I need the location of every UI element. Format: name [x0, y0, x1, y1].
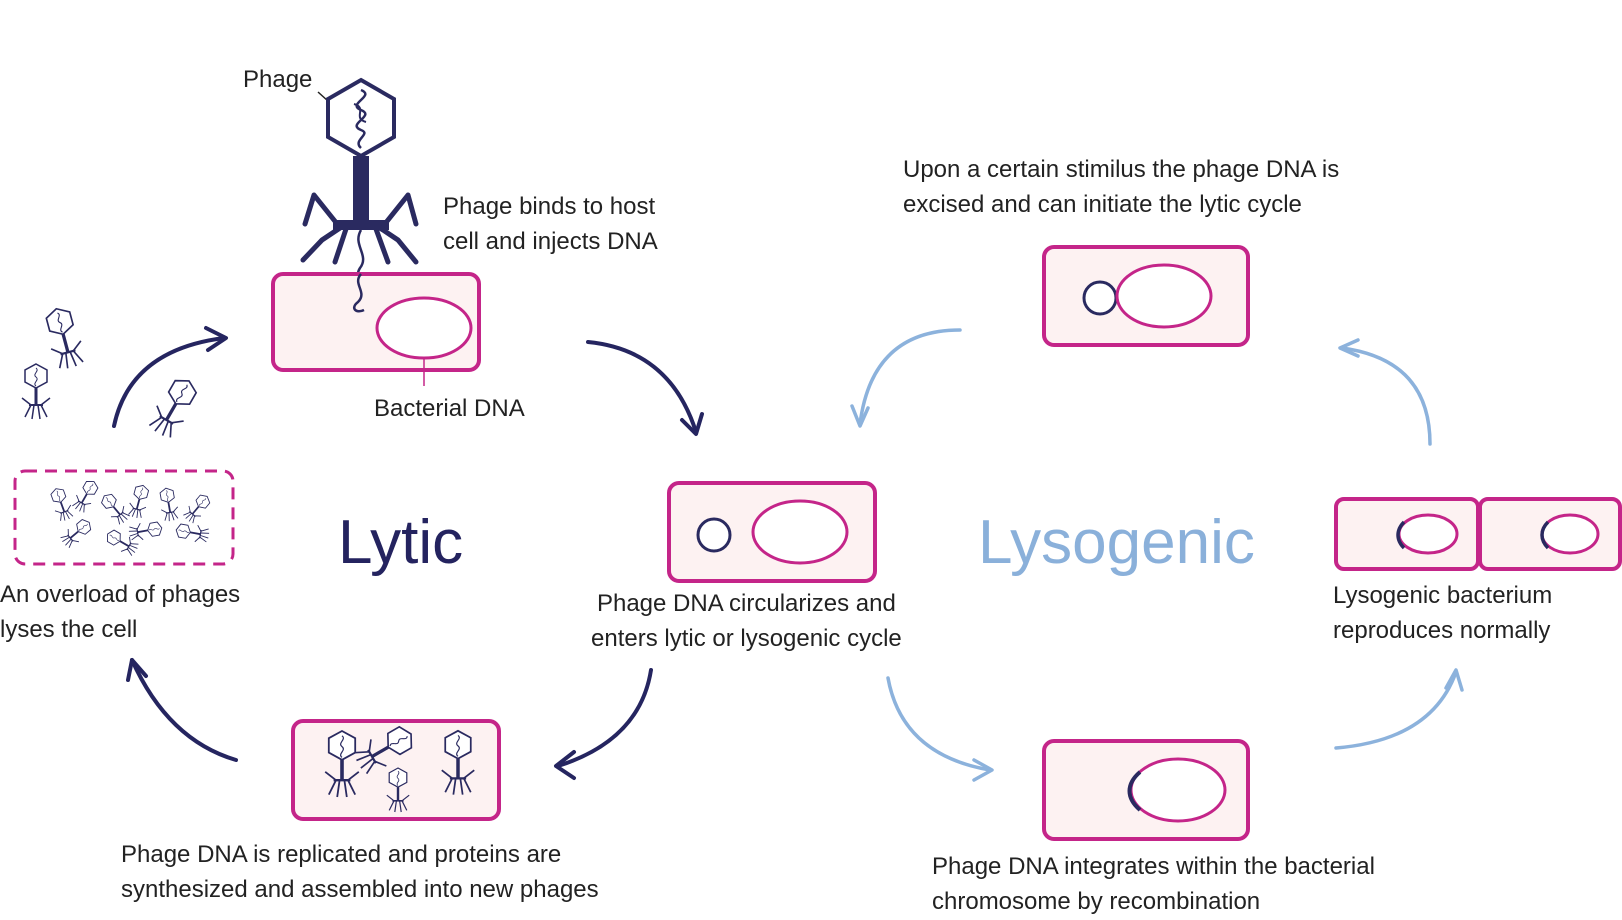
- circularizes-caption: Phage DNA circularizes and enters lytic …: [591, 586, 902, 656]
- binds-line-2: cell and injects DNA: [443, 228, 658, 255]
- host-cell-circularized: [667, 481, 877, 583]
- reproduces-line-2: reproduces normally: [1333, 617, 1551, 644]
- lysogenic-cell-integrated: [1042, 739, 1250, 841]
- circularizes-line-2: enters lytic or lysogenic cycle: [591, 625, 902, 652]
- binds-line-1: Phage binds to host: [443, 193, 656, 220]
- overload-line-2: lyses the cell: [0, 616, 138, 643]
- lysogenic-cycle-arrows: [850, 328, 1464, 782]
- overload-caption: An overload of phages lyses the cell: [0, 577, 240, 647]
- reproduces-line-1: Lysogenic bacterium: [1333, 582, 1553, 609]
- bacterial-dna-label: Bacterial DNA: [374, 395, 525, 422]
- lysed-cell: [13, 469, 235, 566]
- lytic-cycle-arrows: [112, 326, 704, 780]
- excised-line-1: Upon a certain stimilus the phage DNA is: [903, 156, 1340, 183]
- host-cell-binding: [271, 272, 481, 386]
- excised-caption: Upon a certain stimilus the phage DNA is…: [903, 152, 1339, 222]
- phage-label: Phage: [243, 66, 313, 93]
- lytic-title: Lytic: [338, 508, 464, 577]
- circularizes-line-1: Phage DNA circularizes and: [596, 590, 896, 617]
- excised-line-2: excised and can initiate the lytic cycle: [903, 191, 1302, 218]
- overload-line-1: An overload of phages: [0, 581, 241, 608]
- replicated-line-2: synthesized and assembled into new phage…: [121, 876, 599, 903]
- replicated-line-1: Phage DNA is replicated and proteins are: [121, 841, 562, 868]
- lysogenic-title: Lysogenic: [978, 508, 1255, 577]
- integrates-caption: Phage DNA integrates within the bacteria…: [932, 849, 1375, 919]
- binds-caption: Phage binds to host cell and injects DNA: [443, 189, 658, 259]
- lysogenic-cell-excision: [1042, 245, 1250, 347]
- replicated-caption: Phage DNA is replicated and proteins are…: [121, 837, 599, 907]
- reproduces-caption: Lysogenic bacterium reproduces normally: [1333, 578, 1552, 648]
- lysogenic-cells-dividing: [1334, 497, 1622, 571]
- released-phages: [21, 303, 204, 443]
- host-cell-replicating: [291, 719, 501, 821]
- integrates-line-1: Phage DNA integrates within the bacteria…: [932, 853, 1375, 880]
- integrates-line-2: chromosome by recombination: [932, 888, 1261, 915]
